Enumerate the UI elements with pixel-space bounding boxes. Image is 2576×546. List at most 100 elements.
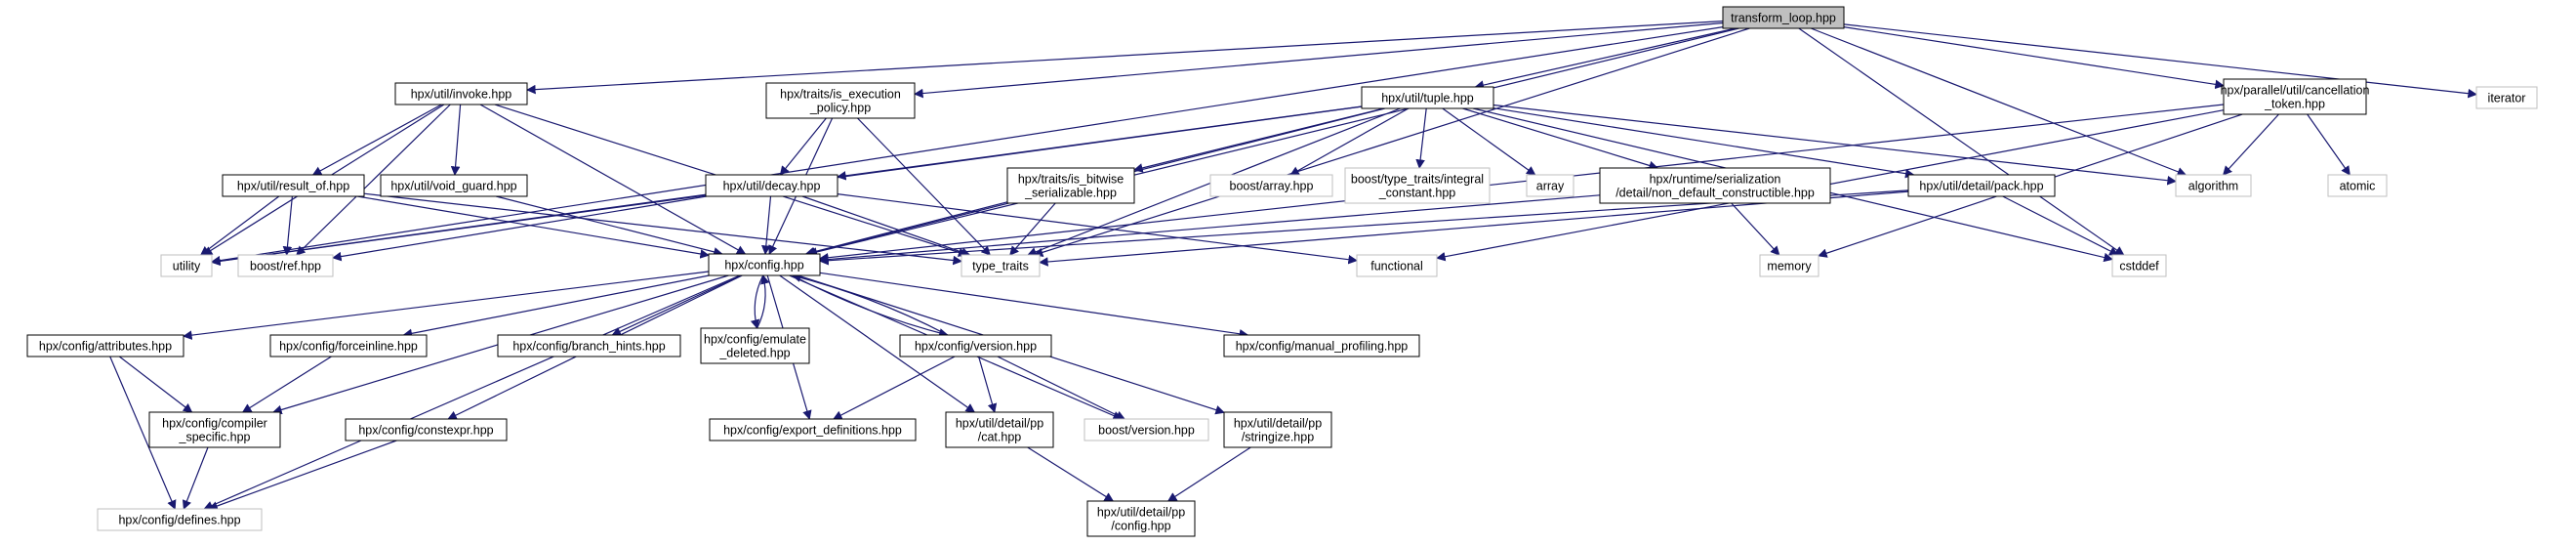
edge-bitwise-to-typetraits	[1009, 202, 1056, 256]
edge-config-to-forceinline	[402, 274, 710, 339]
node-box-voidguard	[380, 174, 528, 197]
node-exportdef[interactable]: hpx/config/export_definitions.hpp	[709, 418, 917, 441]
edge-tuple-to-boostarray	[1289, 107, 1410, 176]
node-box-branch	[497, 334, 681, 357]
edge-stringize-to-ppconfig	[1166, 446, 1251, 502]
node-box-memory	[1759, 254, 1820, 277]
node-manual[interactable]: hpx/config/manual_profiling.hpp	[1223, 334, 1420, 357]
node-label-cat: hpx/util/detail/pp	[956, 417, 1043, 431]
edge-emulate-to-config	[756, 274, 770, 329]
node-box-ppconfig	[1086, 500, 1196, 537]
node-tuple[interactable]: hpx/util/tuple.hpp	[1361, 86, 1494, 109]
node-nondefault[interactable]: hpx/runtime/serialization/detail/non_def…	[1599, 167, 1831, 204]
node-box-boostversion	[1084, 418, 1209, 441]
node-box-atomic	[2327, 174, 2388, 197]
edge-version-to-cat	[978, 356, 998, 413]
node-label-array: array	[1536, 180, 1565, 193]
node-bitwise[interactable]: hpx/traits/is_bitwise_serializable.hpp	[1006, 167, 1135, 204]
node-forceinline[interactable]: hpx/config/forceinline.hpp	[269, 334, 428, 357]
node-invoke[interactable]: hpx/util/invoke.hpp	[394, 82, 528, 105]
node-box-pack	[1907, 174, 2056, 197]
edge-config-to-defines	[203, 274, 741, 510]
node-root[interactable]: transform_loop.hpp	[1722, 6, 1845, 29]
edge-attributes-to-compiler	[118, 356, 193, 413]
node-box-attributes	[26, 334, 184, 357]
node-box-array	[1526, 174, 1574, 197]
node-emulate[interactable]: hpx/config/emulate_deleted.hpp	[700, 327, 810, 364]
node-box-cancel	[2223, 78, 2367, 115]
edge-root-to-tuple	[1474, 27, 1737, 90]
node-voidguard[interactable]: hpx/util/void_guard.hpp	[380, 174, 528, 197]
node-label-cstddef: cstddef	[2119, 260, 2159, 273]
edge-constexpr-to-defines	[208, 440, 397, 511]
node-label-exportdef: hpx/config/export_definitions.hpp	[723, 424, 902, 438]
edge-cancel-to-atomic	[2307, 113, 2351, 176]
edge-cat-to-ppconfig	[1027, 446, 1115, 502]
node-box-cstddef	[2111, 254, 2167, 277]
node-label-stringize: hpx/util/detail/pp	[1234, 417, 1322, 431]
edge-decay-to-functional	[837, 193, 1358, 265]
node-algorithm: algorithm	[2175, 174, 2252, 197]
node-cat[interactable]: hpx/util/detail/pp/cat.hpp	[945, 411, 1054, 448]
node-box-compiler	[148, 411, 281, 448]
edge-resultof-to-boostref	[282, 195, 293, 256]
edge-invoke-to-voidguard	[450, 104, 462, 176]
edge-resultof-to-utility	[199, 195, 280, 256]
node-box-integral	[1344, 167, 1491, 204]
node-branch[interactable]: hpx/config/branch_hints.hpp	[497, 334, 681, 357]
node-stringize[interactable]: hpx/util/detail/pp/stringize.hpp	[1223, 411, 1332, 448]
node-typetraits: type_traits	[961, 254, 1041, 277]
edge-tuple-to-pack	[1492, 107, 1915, 179]
node-box-tuple	[1361, 86, 1494, 109]
edge-attributes-to-defines	[109, 356, 177, 510]
node-config[interactable]: hpx/config.hpp	[708, 253, 821, 276]
node-ppconfig[interactable]: hpx/util/detail/pp/config.hpp	[1086, 500, 1196, 537]
node-box-invoke	[394, 82, 528, 105]
node-cstddef: cstddef	[2111, 254, 2167, 277]
node-box-resultof	[222, 174, 365, 197]
edge-root-to-config	[807, 27, 1739, 257]
node-boostversion: boost/version.hpp	[1084, 418, 1209, 441]
nodes-layer: transform_loop.hpp hpx/util/invoke.hpp hpx…	[26, 6, 2538, 537]
node-cancel[interactable]: hpx/parallel/util/cancellation_token.hpp	[2221, 78, 2370, 115]
edge-root-to-algorithm	[1810, 27, 2188, 177]
node-attributes[interactable]: hpx/config/attributes.hpp	[26, 334, 184, 357]
node-label-nondefault: hpx/runtime/serialization	[1650, 173, 1781, 187]
node-compiler[interactable]: hpx/config/compiler_specific.hpp	[148, 411, 281, 448]
node-constexpr[interactable]: hpx/config/constexpr.hpp	[345, 418, 508, 441]
node-label-resultof: hpx/util/result_of.hpp	[237, 180, 349, 193]
edge-resultof-to-typetraits	[363, 192, 962, 266]
node-label-bitwise: _serializable.hpp	[1024, 187, 1117, 200]
node-resultof[interactable]: hpx/util/result_of.hpp	[222, 174, 365, 197]
edge-root-to-iterator	[1843, 23, 2477, 99]
node-decay[interactable]: hpx/util/decay.hpp	[705, 174, 838, 197]
node-label-cancel: _token.hpp	[2264, 98, 2325, 111]
node-array: array	[1526, 174, 1574, 197]
edge-compiler-to-defines	[182, 446, 209, 510]
node-iterator: iterator	[2475, 86, 2538, 109]
node-label-cancel: hpx/parallel/util/cancellation	[2221, 84, 2370, 98]
edge-config-to-emulate	[750, 274, 764, 329]
node-label-version: hpx/config/version.hpp	[915, 340, 1037, 354]
node-label-memory: memory	[1767, 260, 1812, 273]
node-version[interactable]: hpx/config/version.hpp	[899, 334, 1052, 357]
node-functional: functional	[1356, 254, 1438, 277]
edge-root-to-isexec	[914, 21, 1724, 99]
node-label-atomic: atomic	[2340, 180, 2376, 193]
node-label-isexec: _policy.hpp	[809, 102, 871, 115]
edge-tuple-to-array	[1442, 107, 1536, 176]
node-box-root	[1722, 6, 1845, 29]
node-box-forceinline	[269, 334, 428, 357]
node-label-functional: functional	[1370, 260, 1423, 273]
node-isexec[interactable]: hpx/traits/is_execution_policy.hpp	[765, 82, 916, 119]
edge-tuple-to-bitwise	[1133, 107, 1384, 173]
node-box-isexec	[765, 82, 916, 119]
node-label-compiler: hpx/config/compiler	[162, 417, 267, 431]
edge-bitwise-to-config	[804, 201, 1008, 257]
node-label-boostversion: boost/version.hpp	[1098, 424, 1195, 438]
node-label-cat: /cat.hpp	[978, 431, 1022, 444]
node-box-manual	[1223, 334, 1420, 357]
edge-version-to-boostversion	[997, 356, 1125, 420]
node-pack[interactable]: hpx/util/detail/pack.hpp	[1907, 174, 2056, 197]
